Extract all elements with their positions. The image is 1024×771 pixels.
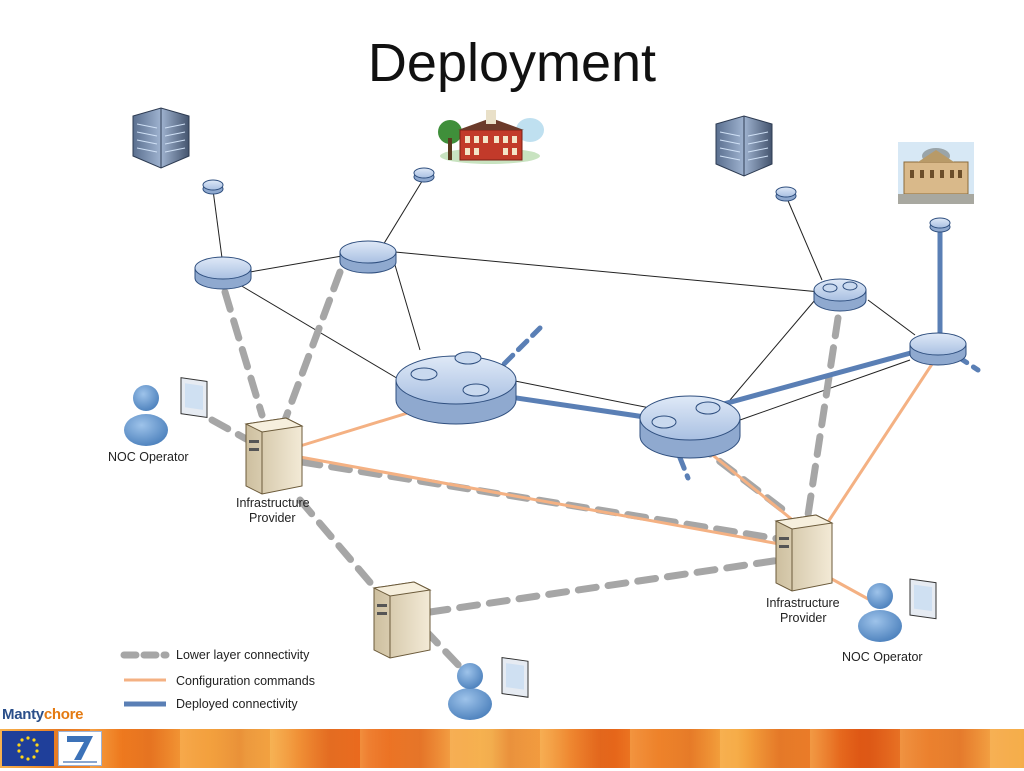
lower-layer-links xyxy=(208,268,842,676)
legend-label-lower-layer: Lower layer connectivity xyxy=(176,648,310,662)
core-router-icon xyxy=(395,351,517,425)
infrastructure-provider-label-left-line2: Provider xyxy=(249,511,296,525)
router-icon xyxy=(813,278,867,312)
opera-house-icon xyxy=(898,142,974,204)
router-icon xyxy=(909,332,967,366)
infrastructure-provider-label-left-line1: Infrastructure xyxy=(236,496,310,510)
noc-operator-label-left: NOC Operator xyxy=(108,450,189,464)
router-icon xyxy=(339,240,397,274)
server-icon xyxy=(244,417,304,495)
core-router-icon xyxy=(639,395,741,459)
operator-workstation-icon xyxy=(124,377,208,446)
project-logo-main: Manty xyxy=(2,706,44,723)
noc-operator-label-right: NOC Operator xyxy=(842,650,923,664)
eu-flag-icon xyxy=(2,731,54,766)
operator-workstation-icon xyxy=(448,657,529,720)
router-icon xyxy=(929,217,951,233)
router-icon xyxy=(775,186,797,202)
physical-links xyxy=(212,177,916,421)
footer-band xyxy=(0,729,1024,768)
infrastructure-provider-label-right-line2: Provider xyxy=(780,611,827,625)
footer-band-texture xyxy=(0,729,1024,768)
project-logo: Mantychore xyxy=(2,706,84,723)
server-icon xyxy=(372,581,432,659)
office-building-icon xyxy=(715,115,773,177)
legend-label-config: Configuration commands xyxy=(176,674,315,688)
operator-workstation-icon xyxy=(858,578,937,642)
router-icon xyxy=(194,256,252,290)
server-icon xyxy=(774,514,834,592)
slide-title: Deployment xyxy=(367,33,657,93)
router-icon xyxy=(413,167,435,183)
office-building-icon xyxy=(132,107,190,169)
legend: Lower layer connectivity Configuration c… xyxy=(120,648,315,711)
infrastructure-provider-label-right-line1: Infrastructure xyxy=(766,596,840,610)
town-hall-icon xyxy=(438,110,544,164)
project-logo-accent: chore xyxy=(43,706,84,723)
router-icon xyxy=(202,179,224,195)
fp7-logo-icon xyxy=(58,731,102,766)
legend-label-deployed: Deployed connectivity xyxy=(176,697,298,711)
